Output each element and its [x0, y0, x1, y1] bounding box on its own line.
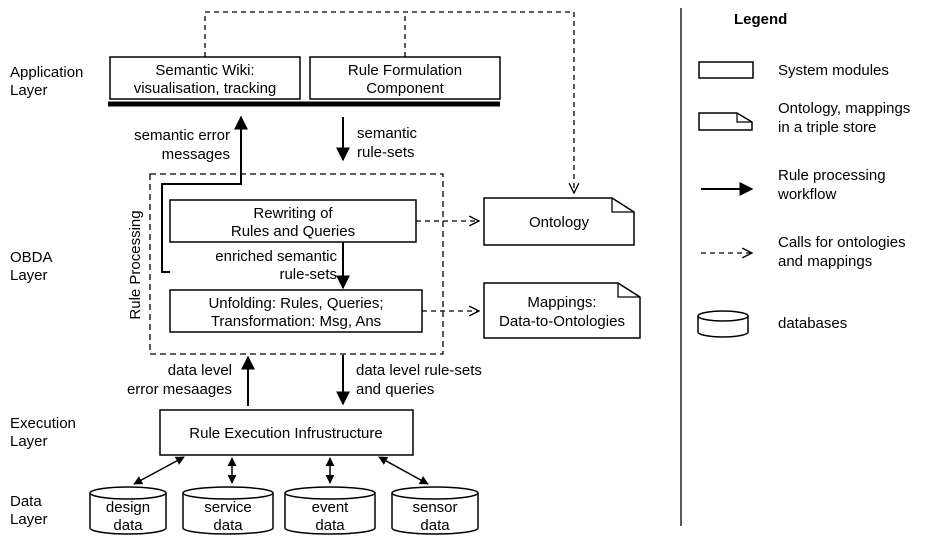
svg-text:Layer: Layer — [10, 433, 48, 450]
svg-text:Transformation: Msg, Ans: Transformation: Msg, Ans — [211, 313, 381, 330]
layer-label-execution: Execution Layer — [10, 415, 76, 450]
flow-label-enriched-rulesets: enriched semantic rule-sets — [215, 248, 337, 283]
svg-text:rule-sets: rule-sets — [357, 144, 415, 161]
svg-text:Ontology, mappings: Ontology, mappings — [778, 100, 910, 117]
svg-text:in a triple store: in a triple store — [778, 119, 876, 136]
layer-label-obda: OBDA Layer — [10, 249, 53, 284]
svg-text:rule-sets: rule-sets — [279, 266, 337, 283]
flow-label-semantic-error-messages: semantic error messages — [134, 127, 230, 163]
svg-text:Layer: Layer — [10, 82, 48, 99]
database-event: event data — [284, 486, 376, 535]
svg-text:Layer: Layer — [10, 267, 48, 284]
unfolding-module: Unfolding: Rules, Queries; Transformatio… — [169, 289, 423, 333]
arrow-exec-sensor — [378, 456, 429, 485]
dashed-call-to-ontology — [205, 11, 574, 193]
svg-text:data: data — [113, 517, 143, 534]
mappings-document: Mappings: Data-to-Ontologies — [483, 282, 641, 339]
svg-text:design: design — [106, 499, 150, 516]
svg-text:sensor: sensor — [412, 499, 457, 516]
rewriting-module: Rewriting of Rules and Queries — [169, 199, 417, 243]
legend-item-system-modules: System modules — [698, 61, 889, 79]
svg-text:Data-to-Ontologies: Data-to-Ontologies — [499, 313, 625, 330]
svg-text:Rule processing: Rule processing — [778, 167, 886, 184]
flow-label-data-level-error: data level error mesaages — [127, 362, 232, 398]
svg-text:Rules and Queries: Rules and Queries — [231, 223, 355, 240]
legend-item-triple-store: Ontology, mappings in a triple store — [698, 100, 910, 136]
ontology-document: Ontology — [483, 197, 635, 246]
svg-text:event: event — [312, 499, 350, 516]
svg-text:Unfolding: Rules, Queries;: Unfolding: Rules, Queries; — [208, 295, 383, 312]
svg-text:and mappings: and mappings — [778, 253, 872, 270]
rule-processing-label: Rule Processing — [127, 210, 144, 319]
legend-title: Legend — [734, 11, 787, 28]
legend-item-databases: databases — [697, 310, 847, 338]
rule-execution-infrastructure: Rule Execution Infrustructure — [159, 409, 414, 456]
semantic-wiki-module: Semantic Wiki: visualisation, tracking — [109, 56, 301, 100]
legend-item-workflow: Rule processing workflow — [701, 167, 886, 203]
svg-text:data: data — [315, 517, 345, 534]
svg-text:Ontology: Ontology — [529, 214, 590, 231]
svg-text:enriched semantic: enriched semantic — [215, 248, 337, 265]
rule-processing-container — [149, 173, 444, 355]
legend-item-calls: Calls for ontologies and mappings — [701, 234, 906, 270]
svg-text:OBDA: OBDA — [10, 249, 53, 266]
svg-text:Rule Formulation: Rule Formulation — [348, 62, 462, 79]
svg-text:Mappings:: Mappings: — [527, 294, 596, 311]
svg-text:Semantic Wiki:: Semantic Wiki: — [155, 62, 254, 79]
flow-label-semantic-rulesets: semantic rule-sets — [357, 125, 418, 161]
svg-text:data level: data level — [168, 362, 232, 379]
svg-text:Data: Data — [10, 493, 42, 510]
layer-label-data: Data Layer — [10, 493, 48, 528]
flow-label-data-level-rulesets: data level rule-sets and queries — [356, 362, 482, 398]
svg-text:Calls for ontologies: Calls for ontologies — [778, 234, 906, 251]
svg-text:semantic error: semantic error — [134, 127, 230, 144]
database-service: service data — [182, 486, 274, 535]
svg-text:messages: messages — [162, 146, 230, 163]
svg-text:Layer: Layer — [10, 511, 48, 528]
svg-text:databases: databases — [778, 315, 847, 332]
rule-formulation-module: Rule Formulation Component — [309, 56, 501, 100]
svg-text:data: data — [420, 517, 450, 534]
svg-text:System modules: System modules — [778, 62, 889, 79]
svg-text:data: data — [213, 517, 243, 534]
database-sensor: sensor data — [391, 486, 479, 535]
database-design: design data — [89, 486, 167, 535]
arrow-exec-design — [133, 456, 185, 485]
svg-text:visualisation, tracking: visualisation, tracking — [134, 80, 277, 97]
svg-text:semantic: semantic — [357, 125, 418, 142]
svg-text:and queries: and queries — [356, 381, 434, 398]
layer-label-application: Application Layer — [10, 64, 83, 99]
svg-text:workflow: workflow — [777, 186, 837, 203]
arrow-semantic-error-messages — [161, 115, 248, 273]
svg-text:error mesaages: error mesaages — [127, 381, 232, 398]
svg-text:Component: Component — [366, 80, 444, 97]
svg-text:Execution: Execution — [10, 415, 76, 432]
svg-text:data level rule-sets: data level rule-sets — [356, 362, 482, 379]
svg-text:Rewriting of: Rewriting of — [253, 205, 333, 222]
svg-text:Rule Execution Infrustructure: Rule Execution Infrustructure — [189, 425, 382, 442]
svg-text:service: service — [204, 499, 252, 516]
svg-text:Application: Application — [10, 64, 83, 81]
